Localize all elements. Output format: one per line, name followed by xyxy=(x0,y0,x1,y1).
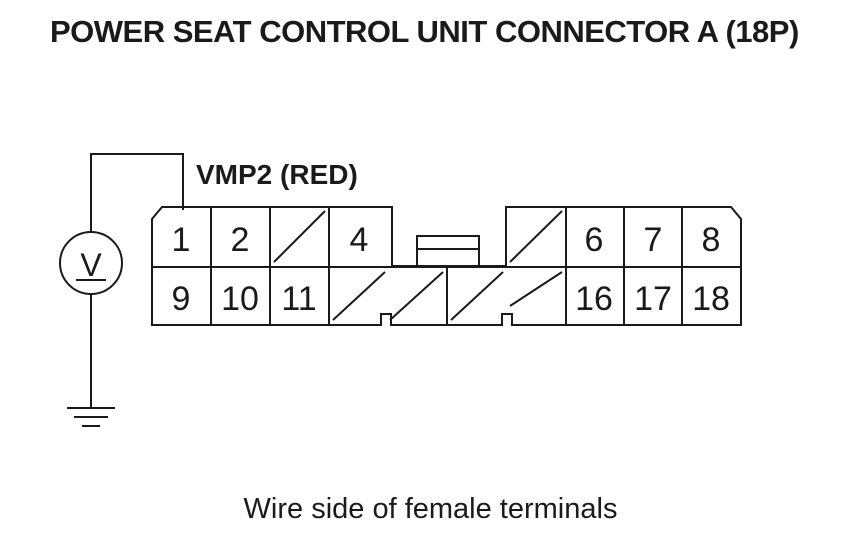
diagram-caption: Wire side of female terminals xyxy=(243,493,618,525)
probe-wire xyxy=(90,153,184,232)
terminal-4: 4 xyxy=(350,221,369,259)
terminal-16: 16 xyxy=(575,280,613,318)
terminal-6: 6 xyxy=(585,221,604,259)
terminal-11: 11 xyxy=(281,280,316,318)
unused-cavity-marks xyxy=(273,210,563,321)
diagram-title: POWER SEAT CONTROL UNIT CONNECTOR A (18P… xyxy=(50,14,799,49)
terminal-10: 10 xyxy=(221,280,259,318)
ground-icon xyxy=(67,407,115,427)
terminal-8: 8 xyxy=(702,221,721,259)
wire-label: VMP2 (RED) xyxy=(196,159,358,190)
terminal-17: 17 xyxy=(634,280,672,318)
connector-housing xyxy=(151,206,742,326)
meter-symbol: V xyxy=(80,247,102,283)
terminal-18: 18 xyxy=(692,280,730,318)
terminal-9: 9 xyxy=(172,280,191,318)
terminal-1: 1 xyxy=(172,221,191,259)
cell-dividers xyxy=(210,207,683,325)
terminal-7: 7 xyxy=(644,221,663,259)
terminal-2: 2 xyxy=(231,221,250,259)
lock-tab xyxy=(416,235,480,266)
